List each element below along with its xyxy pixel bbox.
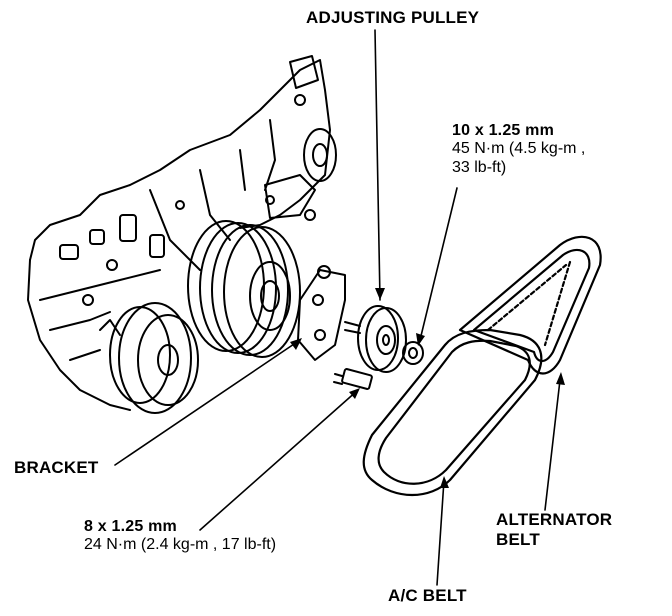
adjusting-pulley-part [344, 305, 407, 373]
bracket-label: BRACKET [14, 458, 99, 477]
alternator-belt-label-line1: ALTERNATOR [496, 510, 613, 529]
pulley-nut [402, 341, 424, 365]
ac-compressor-pulley [99, 302, 199, 414]
leader-arrowheads [290, 288, 565, 488]
adjusting-pulley-label: ADJUSTING PULLEY [306, 8, 480, 27]
leader-lines [114, 29, 561, 586]
bottom-bolt-size: 8 x 1.25 mm [84, 518, 177, 535]
bracket-bolt [333, 368, 373, 390]
top-bolt-torque-line2: 33 lb-ft) [452, 158, 507, 176]
ac-belt-label: A/C BELT [388, 586, 467, 605]
engine-block [27, 55, 337, 411]
top-bolt-spec: 10 x 1.25 mm 45 N·m (4.5 kg-m , 33 lb-ft… [452, 122, 585, 177]
top-bolt-torque-line1: 45 N·m (4.5 kg-m , [452, 140, 586, 158]
bracket-part [297, 265, 346, 361]
crankshaft-pulley [187, 220, 301, 358]
top-bolt-size: 10 x 1.25 mm [452, 122, 555, 139]
bottom-bolt-torque: 24 N·m (2.4 kg-m , 17 lb-ft) [84, 536, 277, 554]
alternator-belt-part [458, 235, 602, 375]
alternator-belt-label-line2: BELT [496, 529, 540, 549]
bottom-bolt-spec: 8 x 1.25 mm 24 N·m (2.4 kg-m , 17 lb-ft) [84, 518, 276, 555]
alternator-belt-label: ALTERNATOR BELT [496, 510, 612, 549]
